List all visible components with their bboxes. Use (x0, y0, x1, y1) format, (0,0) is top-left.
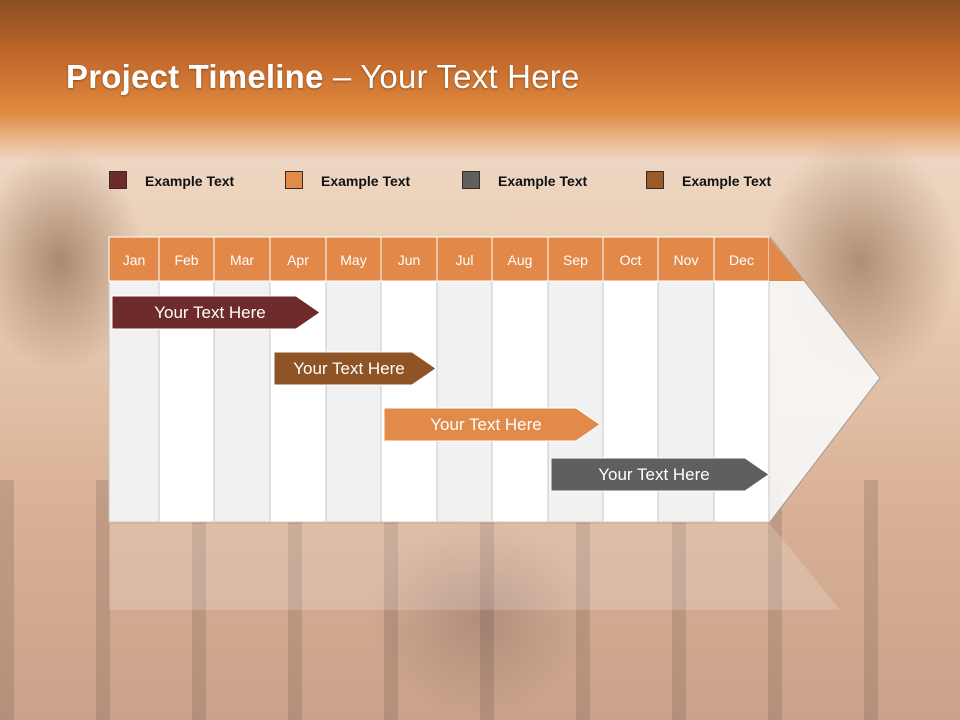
timeline-bar-label: Your Text Here (430, 415, 542, 434)
month-label: Jul (456, 252, 474, 268)
slide-title-rest: – Your Text Here (323, 58, 580, 95)
legend-swatch (646, 171, 664, 189)
legend-label: Example Text (682, 173, 772, 189)
legend-swatch (462, 171, 480, 189)
month-label: Apr (287, 252, 309, 268)
timeline-bar-label: Your Text Here (598, 465, 710, 484)
timeline-arrow-bar (550, 457, 770, 492)
month-label: May (340, 252, 366, 268)
timeline-bar-label: Your Text Here (154, 303, 266, 322)
month-column (491, 280, 549, 523)
legend-swatch (109, 171, 127, 189)
month-column (436, 280, 493, 523)
month-column (380, 280, 438, 523)
timeline-arrow-bar (383, 407, 601, 442)
month-label: Dec (729, 252, 754, 268)
month-header-cell (491, 236, 549, 282)
month-headers: Jan Feb Mar Apr May Jun Jul Aug Sep Oct Nov Dec (108, 236, 804, 282)
month-label: Nov (674, 252, 699, 268)
slide-title: Project Timeline – Your Text Here (66, 58, 580, 96)
month-label: Aug (508, 252, 533, 268)
timeline-bar-label: Your Text Here (293, 359, 405, 378)
title-banner (0, 0, 960, 160)
slide-title-bold: Project Timeline (66, 58, 324, 95)
month-header-cell (657, 236, 715, 282)
month-label: Mar (230, 252, 254, 268)
month-header-cell (436, 236, 493, 282)
month-header-cell (158, 236, 215, 282)
timeline-reflection (109, 524, 840, 610)
month-label: Jan (123, 252, 146, 268)
month-label: Sep (563, 252, 588, 268)
month-header-cell (325, 236, 382, 282)
legend-swatch (285, 171, 303, 189)
month-column (325, 280, 382, 523)
month-header-cell (713, 236, 770, 282)
timeline-arrow-bar (273, 351, 437, 386)
month-label: Jun (398, 252, 421, 268)
timeline-arrow-bar (111, 295, 321, 330)
legend-label: Example Text (498, 173, 588, 189)
month-header-cell (269, 236, 327, 282)
month-header-cell (547, 236, 604, 282)
legend-label: Example Text (145, 173, 235, 189)
month-label: Feb (174, 252, 198, 268)
timeline-bars (111, 295, 770, 492)
header-arrow-tip (769, 237, 804, 281)
legend-label: Example Text (321, 173, 411, 189)
month-label: Oct (620, 252, 642, 268)
month-header-cell (602, 236, 659, 282)
